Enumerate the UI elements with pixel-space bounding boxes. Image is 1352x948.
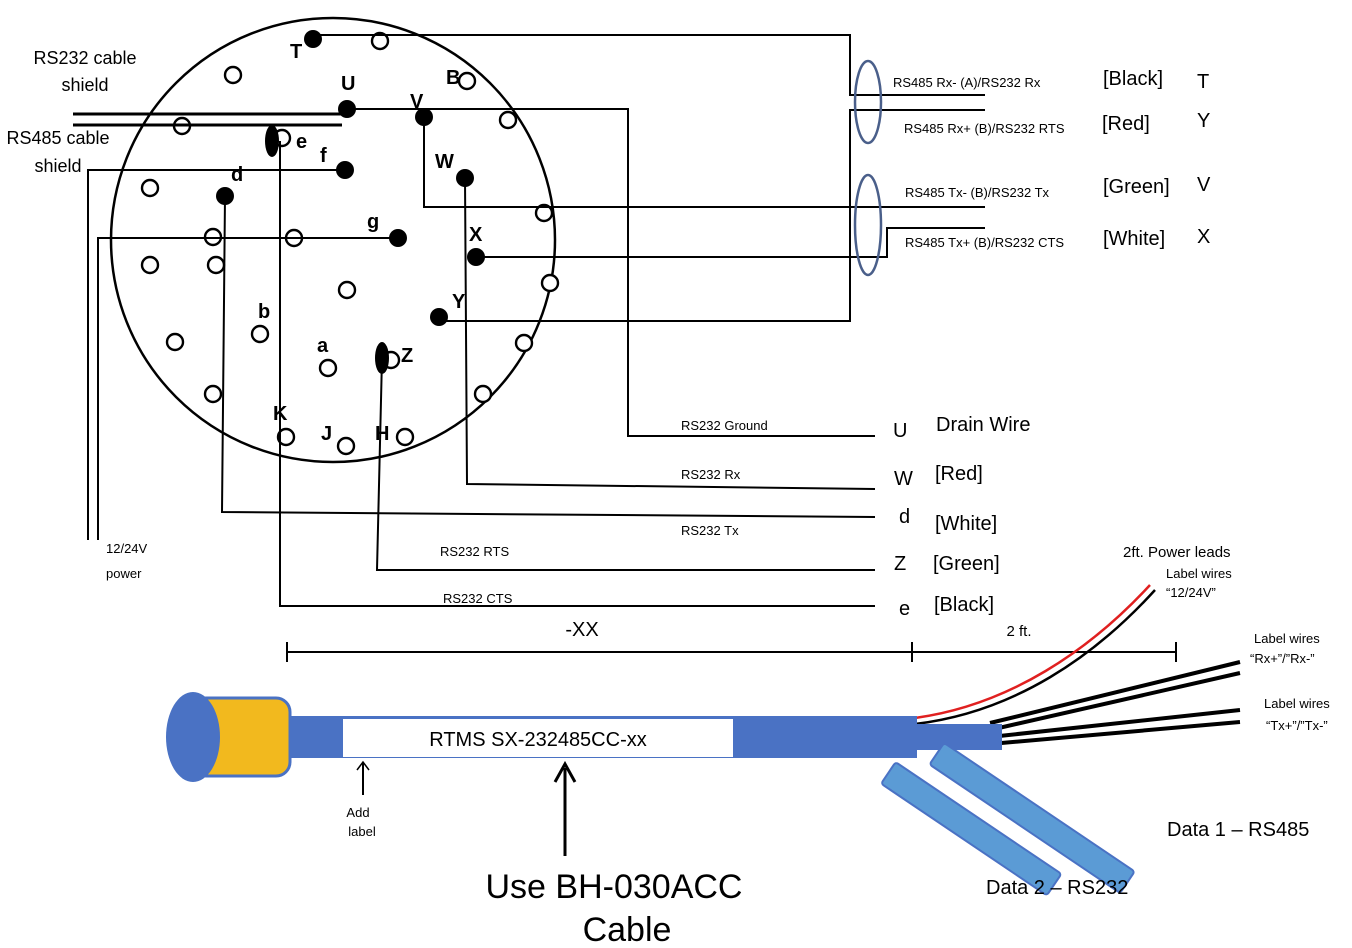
wire-color-label: [White]	[1103, 228, 1165, 250]
data2-label: Data 2 – RS232	[986, 877, 1128, 899]
rs232-signal-label: RS232 Tx	[681, 523, 739, 538]
pin-letter: d	[231, 164, 243, 186]
rs232-signal-label: RS232 Rx	[681, 467, 741, 482]
wire-color-label: [Black]	[934, 594, 994, 616]
rs232-shield-label: RS232 cable	[33, 48, 136, 68]
pin-letter: H	[375, 423, 389, 445]
wire-pin-label: V	[1197, 174, 1211, 196]
pin-letter: Y	[452, 291, 466, 313]
pin-letter: B	[446, 67, 460, 89]
dimension-line	[286, 642, 1177, 662]
pin-letter: f	[320, 145, 327, 167]
power-label: 12/24V	[106, 541, 148, 556]
rs485-labels: RS485 Rx- (A)/RS232 Rx [Black] T RS485 R…	[893, 68, 1211, 250]
power-wires-label: Label wires	[1166, 566, 1232, 581]
rs232-signal-label: RS232 RTS	[440, 544, 509, 559]
rs485-signal-label: RS485 Tx+ (B)/RS232 CTS	[905, 235, 1064, 250]
wire-color-label: [Red]	[1102, 113, 1150, 135]
add-label-arrow	[356, 760, 370, 795]
power-wires	[87, 169, 398, 540]
pin-letter: W	[435, 151, 454, 173]
pin-letter: g	[367, 211, 379, 233]
wire-color-label: [Green]	[933, 553, 1000, 575]
wire-pin-label: Y	[1197, 110, 1210, 132]
pin-letter: J	[321, 423, 332, 445]
wire-pin-label: d	[899, 506, 910, 528]
connector-end-cap	[166, 692, 220, 782]
tx-wires-label: Label wires	[1264, 696, 1330, 711]
cable-length-label: -XX	[565, 619, 598, 641]
part-number-text: RTMS SX-232485CC-xx	[429, 729, 646, 751]
rs485-shield-label: shield	[34, 156, 81, 176]
rs485-signal-label: RS485 Rx+ (B)/RS232 RTS	[904, 121, 1065, 136]
pin-letters: T U B V e f W d g X Y b a Z K J H	[231, 41, 483, 445]
leads-length-label: 2 ft.	[1006, 623, 1031, 640]
pin-letter: Z	[401, 345, 413, 367]
pin-letter: a	[317, 335, 329, 357]
power-leads-label: 2ft. Power leads	[1123, 544, 1231, 561]
wire-pin-label: U	[893, 420, 907, 442]
connector-face	[109, 16, 557, 464]
power-label: power	[106, 566, 142, 581]
wire-pin-label: Z	[894, 553, 906, 575]
wire-pin-label: e	[899, 598, 910, 620]
rs485-signal-label: RS485 Tx- (B)/RS232 Tx	[905, 185, 1050, 200]
wire-color-label: [Black]	[1103, 68, 1163, 90]
wire-pin-label: W	[894, 468, 913, 490]
rs485-signal-label: RS485 Rx- (A)/RS232 Rx	[893, 75, 1041, 90]
pin-letter: b	[258, 301, 270, 323]
rs232-signal-label: RS232 CTS	[443, 591, 513, 606]
use-cable-text: Use BH-030ACC	[486, 868, 743, 906]
wire-color-label: Drain Wire	[936, 414, 1030, 436]
pin-letter: e	[296, 131, 307, 153]
rs485-shield-label: RS485 cable	[6, 128, 109, 148]
add-label-text: label	[348, 824, 376, 839]
ferrite-loop-tx	[853, 173, 883, 277]
wire-color-label: [Red]	[935, 463, 983, 485]
pin-letter: X	[469, 224, 483, 246]
wire-pin-label: T	[1197, 71, 1209, 93]
use-cable-text: Cable	[583, 911, 672, 948]
rs232-shield-label: shield	[61, 75, 108, 95]
wire-color-label: [White]	[935, 513, 997, 535]
part-number-label	[343, 719, 733, 757]
shield-lines	[73, 112, 342, 127]
pin-letter: T	[290, 41, 302, 63]
pin-letter: U	[341, 73, 355, 95]
pin-letter: V	[410, 91, 424, 113]
rs232-wires	[220, 108, 876, 607]
rx-wires-label: Label wires	[1254, 631, 1320, 646]
cable-assembly	[166, 584, 1241, 896]
ferrite-loop-rx	[853, 59, 883, 145]
wire-pin-label: X	[1197, 226, 1210, 248]
data1-tail	[929, 743, 1135, 893]
rx-wires-label: “Rx+”/”Rx-”	[1250, 651, 1315, 666]
power-wires-label: “12/24V”	[1166, 585, 1216, 600]
cable-split	[917, 724, 1002, 750]
rs232-labels: RS232 Ground U Drain Wire RS232 Rx W [Re…	[440, 414, 1030, 620]
rs485-wires	[313, 34, 985, 322]
data2-tail	[881, 762, 1062, 896]
wire-color-label: [Green]	[1103, 176, 1170, 198]
rs232-signal-label: RS232 Ground	[681, 418, 768, 433]
add-label-text: Add	[346, 805, 369, 820]
use-cable-arrow	[553, 760, 577, 856]
data1-label: Data 1 – RS485	[1167, 819, 1309, 841]
tx-wires-label: “Tx+”/”Tx-”	[1266, 718, 1328, 733]
